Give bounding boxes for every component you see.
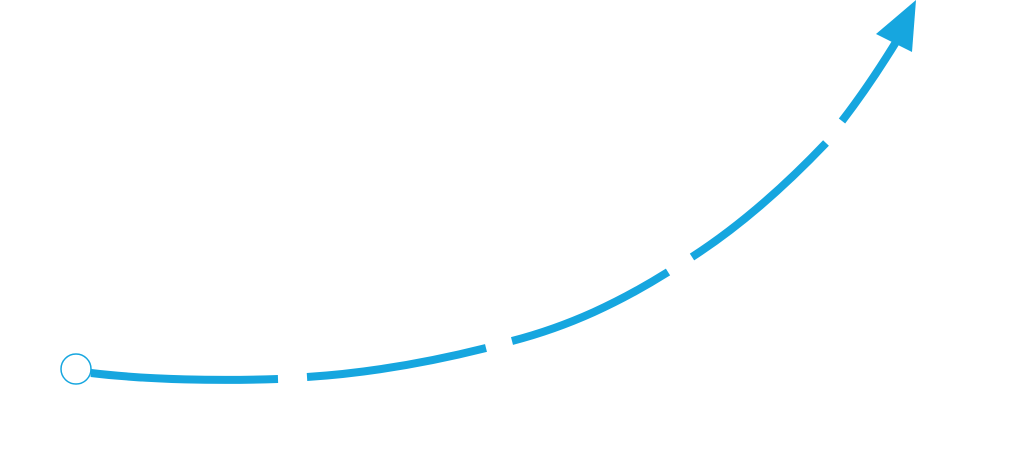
arrow-path-segment-3 (510, 268, 671, 345)
arrow-path-segments (90, 39, 900, 384)
arrow-path-segment-4 (689, 140, 829, 261)
arrow-path-segment-5 (838, 39, 900, 124)
start-circle-marker (60, 353, 92, 385)
arrowhead-icon (876, 0, 916, 52)
arrow-path-segment-2 (306, 344, 487, 381)
arrow-path-segment-1 (90, 369, 279, 384)
